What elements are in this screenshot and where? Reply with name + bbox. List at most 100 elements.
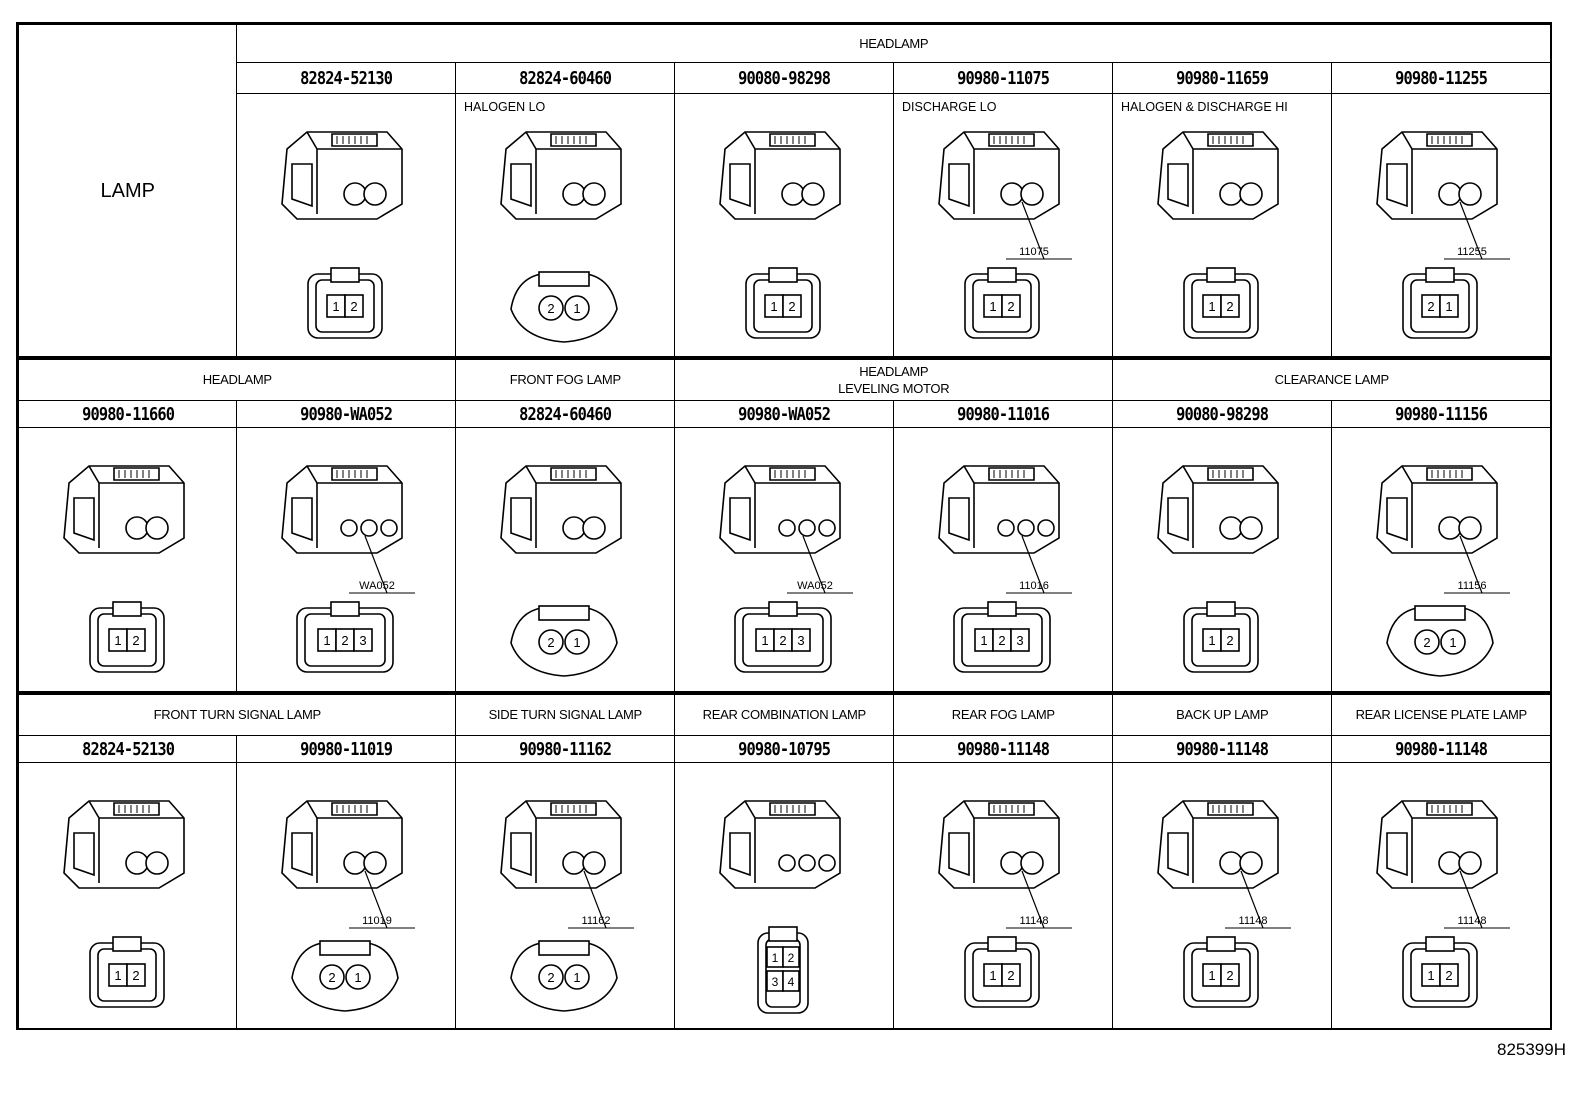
connector-isometric-view xyxy=(63,800,185,889)
pin-number: 2 xyxy=(547,970,554,985)
group-header: FRONT FOG LAMP xyxy=(455,358,676,402)
part-number-cell: 82824-60460 xyxy=(455,62,676,95)
group-header: SIDE TURN SIGNAL LAMP xyxy=(455,693,676,737)
part-number-cell: 90980-11019 xyxy=(236,735,457,764)
callout-label: 11162 xyxy=(582,915,611,927)
group-header: FRONT TURN SIGNAL LAMP xyxy=(18,693,457,737)
part-number-cell: 90980-11156 xyxy=(1331,400,1552,429)
pin-number: 2 xyxy=(132,968,139,983)
pin xyxy=(126,628,146,652)
connector-isometric-view xyxy=(938,131,1060,220)
connector-isometric-view xyxy=(1376,800,1498,889)
part-number-cell: 90980-11162 xyxy=(455,735,676,764)
connector-isometric-view xyxy=(938,800,1060,889)
group-header: HEADLAMP xyxy=(236,24,1552,64)
pin xyxy=(782,970,800,992)
callout-label: WA052 xyxy=(359,580,395,592)
pin-number: 1 xyxy=(772,951,779,965)
part-number: 82824-60460 xyxy=(519,403,612,425)
pin xyxy=(564,629,590,655)
pin-number: 2 xyxy=(1445,968,1452,983)
part-number: 82824-60460 xyxy=(519,67,612,89)
pin xyxy=(564,295,590,321)
pin xyxy=(782,294,802,318)
pin xyxy=(126,963,146,987)
part-number: 90980-11659 xyxy=(1176,67,1269,89)
pin xyxy=(538,295,564,321)
callout-label: 11255 xyxy=(1457,246,1487,258)
part-number-cell: 90980-11016 xyxy=(893,400,1114,429)
part-number-cell: 90980-11075 xyxy=(893,62,1114,95)
connector-isometric-view xyxy=(63,465,185,554)
pin-number: 1 xyxy=(573,970,580,985)
part-number: 82824-52130 xyxy=(300,67,393,89)
pin xyxy=(1414,629,1440,655)
connector-isometric-view xyxy=(719,800,841,889)
connector-isometric-view xyxy=(1157,800,1279,889)
group-header: HEADLAMP LEVELING MOTOR xyxy=(674,358,1114,402)
pin xyxy=(791,628,811,652)
pin-number: 2 xyxy=(1423,635,1430,650)
pin-number: 1 xyxy=(1449,635,1456,650)
part-number: 90980-11075 xyxy=(957,67,1050,89)
connector-isometric-view xyxy=(1376,465,1498,554)
pin xyxy=(538,629,564,655)
pin-number: 2 xyxy=(1007,968,1014,983)
connector-isometric-view xyxy=(1157,131,1279,220)
part-number-cell: 90980-11660 xyxy=(18,400,238,429)
pin-number: 1 xyxy=(573,635,580,650)
callout-label: 11148 xyxy=(1020,915,1049,927)
callout-label: 11019 xyxy=(362,915,392,927)
pin-number: 3 xyxy=(1016,633,1023,648)
callout-label: 11016 xyxy=(1019,580,1049,592)
part-number: 90980-11162 xyxy=(519,738,612,760)
connector-subtitle: HALOGEN & DISCHARGE HI xyxy=(1121,100,1288,114)
pin xyxy=(538,964,564,990)
connector-isometric-view xyxy=(1157,465,1279,554)
part-number: 90080-98298 xyxy=(738,67,831,89)
pin xyxy=(564,964,590,990)
connector-isometric-view xyxy=(938,465,1060,554)
pin-number: 1 xyxy=(114,633,121,648)
pin-number: 1 xyxy=(354,970,361,985)
part-number-cell: 82824-52130 xyxy=(18,735,238,764)
pin-number: 2 xyxy=(350,299,357,314)
pin-number: 1 xyxy=(980,633,987,648)
pin xyxy=(782,946,800,968)
pin-number: 3 xyxy=(797,633,804,648)
pin-number: 3 xyxy=(772,975,779,989)
group-label: BACK UP LAMP xyxy=(1176,707,1269,723)
part-number-cell: 82824-60460 xyxy=(455,400,676,429)
pin xyxy=(344,294,364,318)
group-header: REAR LICENSE PLATE LAMP xyxy=(1331,693,1552,737)
connector-isometric-view xyxy=(500,465,622,554)
group-header: CLEARANCE LAMP xyxy=(1112,358,1552,402)
group-label: FRONT TURN SIGNAL LAMP xyxy=(153,707,322,723)
pin-number: 2 xyxy=(998,633,1005,648)
group-header: HEADLAMP xyxy=(18,358,457,402)
pin-number: 1 xyxy=(989,968,996,983)
